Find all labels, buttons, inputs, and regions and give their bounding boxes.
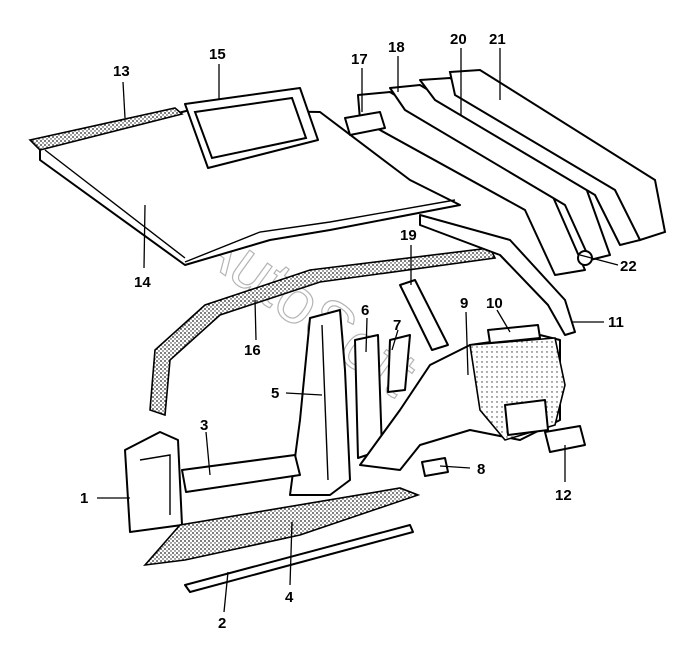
callout-21: 21 [489,31,506,48]
part-c-pillar-trim [399,279,449,351]
callout-1: 1 [80,490,88,507]
callout-19: 19 [400,227,417,244]
part-a-pillar-lower [124,431,183,533]
callout-labels: 1 2 3 4 5 6 7 8 9 10 11 12 13 14 15 16 1… [80,31,637,632]
callout-3: 3 [200,417,208,434]
callout-10: 10 [486,295,503,312]
callout-22: 22 [620,258,637,275]
callout-9: 9 [460,295,468,312]
callout-16: 16 [244,342,261,359]
part-pillar-cover [387,334,411,393]
callout-15: 15 [209,46,226,63]
part-sunroof-glass [184,87,319,169]
callout-17: 17 [351,51,368,68]
callout-5: 5 [271,385,279,402]
part-hinge-bracket [344,111,386,136]
callout-2: 2 [218,615,226,632]
callout-8: 8 [477,461,485,478]
part-b-pillar [289,309,351,496]
callout-6: 6 [361,302,369,319]
part-sill-moulding [184,524,414,593]
part-interior-lamp [544,425,586,453]
part-rear-window-glass [448,68,667,242]
callout-7: 7 [393,317,401,334]
part-rocker-trim [181,454,301,493]
callout-4: 4 [285,589,294,606]
callout-12: 12 [555,487,572,504]
callout-11: 11 [608,314,624,331]
part-roof-side-rail [149,247,497,417]
callout-14: 14 [134,274,151,291]
part-clip [421,457,449,477]
part-sill-panel [143,487,421,567]
part-quarter-trim-panel [469,337,566,441]
part-rear-roof-trim [419,214,576,336]
callout-18: 18 [388,39,405,56]
part-roof-rail-strip [28,107,184,151]
part-bracket-plate [487,324,541,344]
leader-lines [97,48,619,613]
callout-13: 13 [113,63,130,80]
callout-20: 20 [450,31,467,48]
